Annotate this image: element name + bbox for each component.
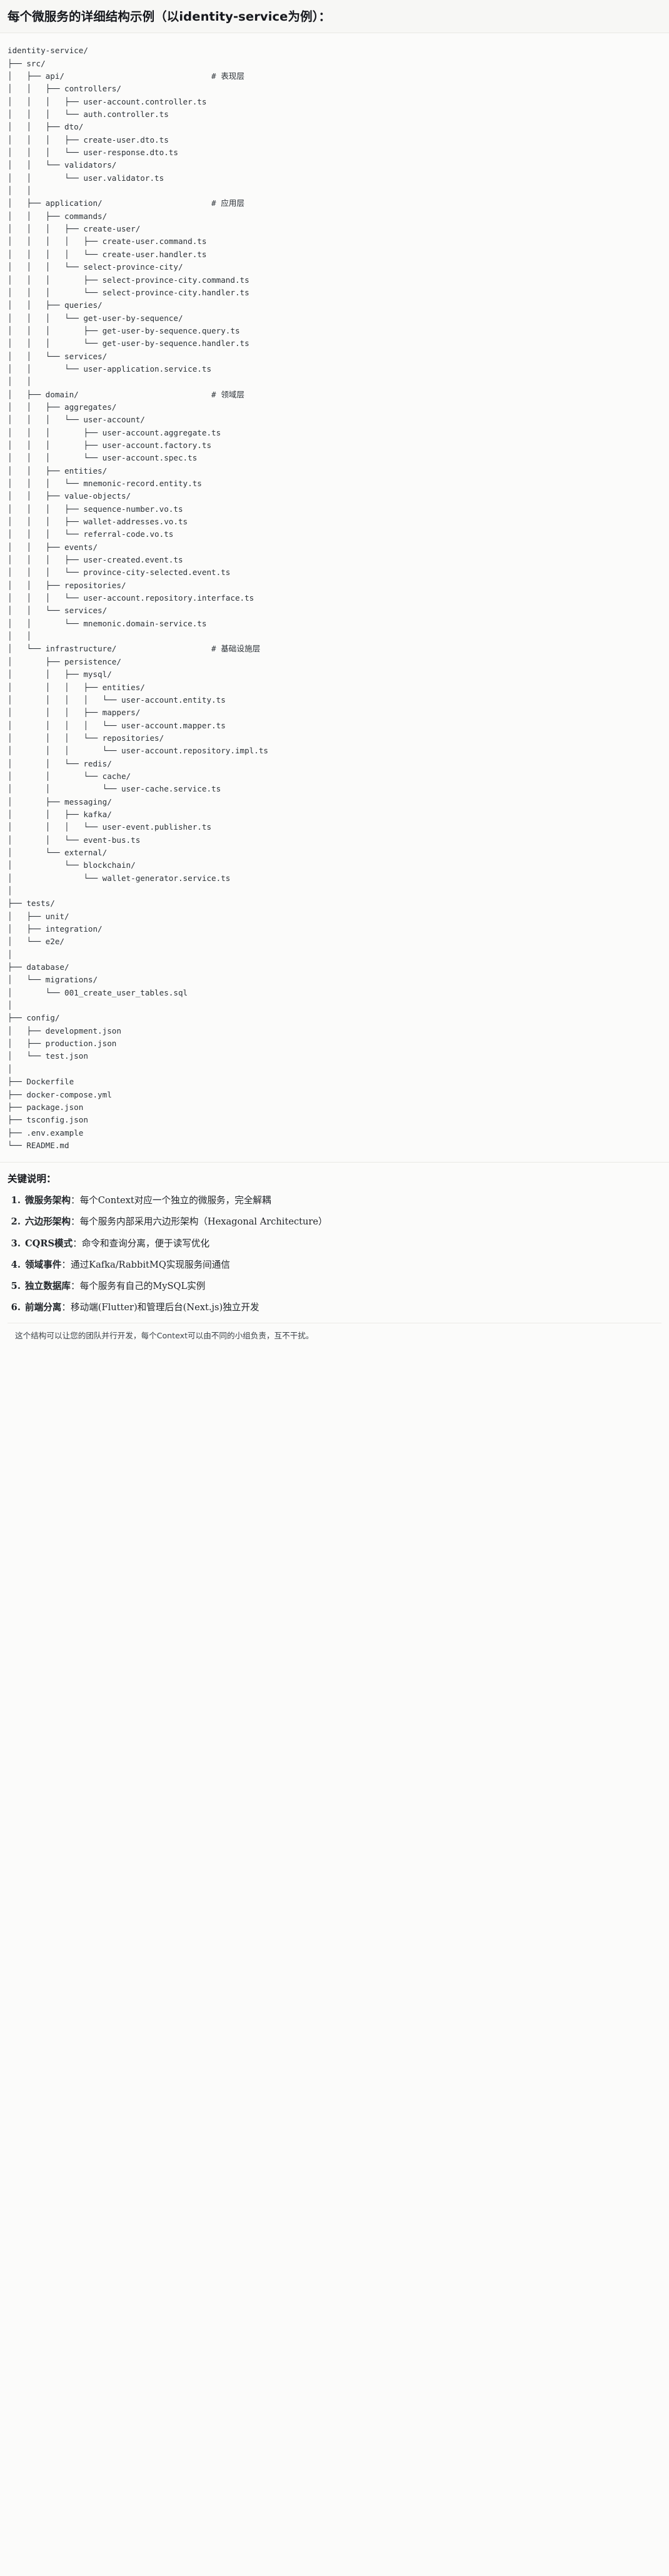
document-page: 每个微服务的详细结构示例（以identity-service为例）： ident… — [0, 0, 669, 1356]
list-item: 六边形架构：每个服务内部采用六边形架构（Hexagonal Architectu… — [24, 1215, 661, 1229]
note-term: 前端分离 — [25, 1301, 62, 1313]
note-body: ：每个服务有自己的MySQL实例 — [70, 1280, 206, 1291]
key-notes-section: 关键说明： 微服务架构：每个Context对应一个独立的微服务，完全解耦 六边形… — [0, 1163, 669, 1356]
list-item: CQRS模式：命令和查询分离，便于读写优化 — [24, 1237, 661, 1251]
directory-tree: identity-service/ ├── src/ │ ├── api/ # … — [8, 46, 269, 1150]
note-body: ：通过Kafka/RabbitMQ实现服务间通信 — [61, 1259, 230, 1270]
directory-tree-block: identity-service/ ├── src/ │ ├── api/ # … — [0, 33, 669, 1163]
closing-paragraph: 这个结构可以让您的团队并行开发，每个Context可以由不同的小组负责，互不干扰… — [8, 1322, 661, 1352]
list-item: 领域事件：通过Kafka/RabbitMQ实现服务间通信 — [24, 1258, 661, 1273]
note-term: 独立数据库 — [25, 1280, 71, 1291]
key-notes-list: 微服务架构：每个Context对应一个独立的微服务，完全解耦 六边形架构：每个服… — [8, 1194, 661, 1315]
list-item: 独立数据库：每个服务有自己的MySQL实例 — [24, 1280, 661, 1294]
list-item: 微服务架构：每个Context对应一个独立的微服务，完全解耦 — [24, 1194, 661, 1208]
note-body: ：命令和查询分离，便于读写优化 — [73, 1238, 210, 1249]
note-term: CQRS模式 — [25, 1238, 73, 1249]
note-body: ：移动端(Flutter)和管理后台(Next.js)独立开发 — [61, 1301, 259, 1313]
note-body: ：每个服务内部采用六边形架构（Hexagonal Architecture） — [70, 1216, 328, 1228]
note-term: 领域事件 — [25, 1259, 62, 1270]
note-term: 微服务架构 — [25, 1195, 71, 1206]
list-item: 前端分离：移动端(Flutter)和管理后台(Next.js)独立开发 — [24, 1301, 661, 1315]
page-title: 每个微服务的详细结构示例（以identity-service为例）： — [0, 0, 669, 34]
note-body: ：每个Context对应一个独立的微服务，完全解耦 — [70, 1195, 271, 1206]
note-term: 六边形架构 — [25, 1216, 71, 1228]
key-notes-heading: 关键说明： — [8, 1173, 56, 1185]
